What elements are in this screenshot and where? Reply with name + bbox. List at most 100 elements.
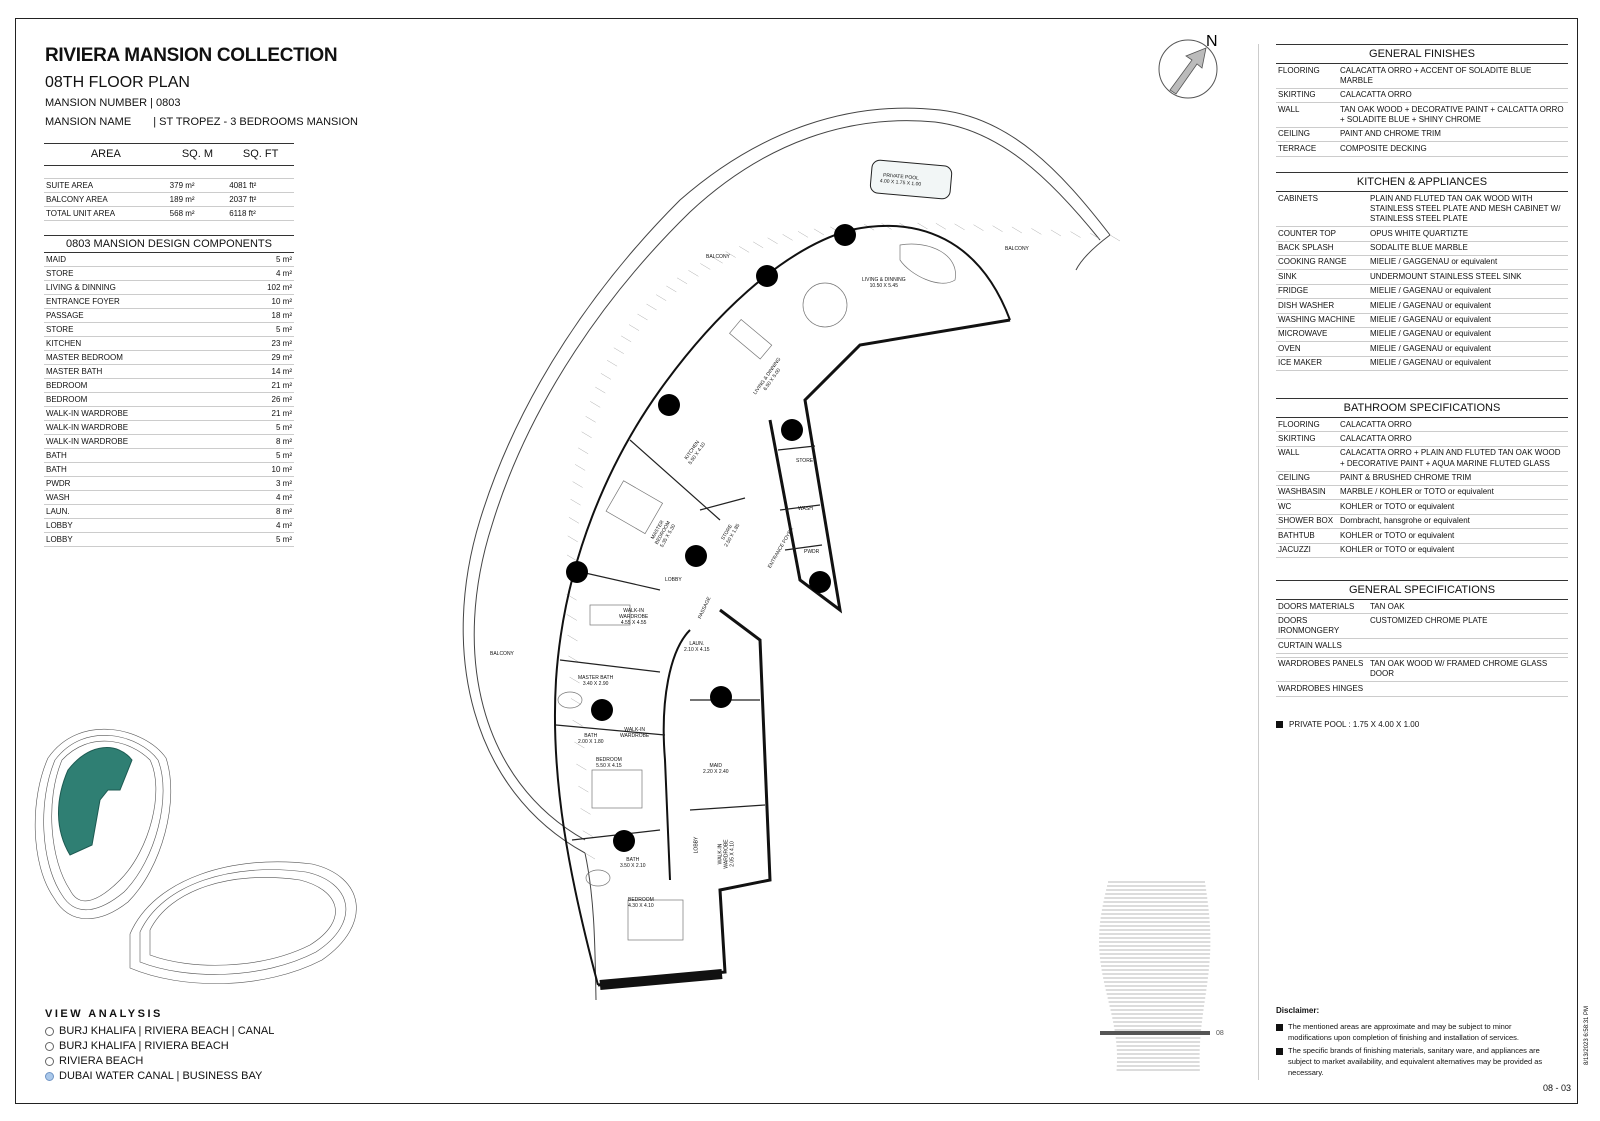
component-area: 10 m² (231, 462, 294, 477)
hatch-line (566, 614, 577, 621)
spec-value: MIELIE / GAGENAU or equivalent (1368, 313, 1568, 328)
room-label-wash: WASH (798, 506, 813, 512)
tower-section-icon (1099, 881, 1211, 1071)
table-row: WARDROBES HINGES (1276, 681, 1568, 697)
spec-value (1368, 638, 1568, 654)
spec-key: DISH WASHER (1276, 298, 1368, 314)
component-name: MASTER BATH (44, 364, 232, 379)
radio-icon[interactable] (45, 1056, 54, 1066)
building-walls (553, 224, 1011, 990)
component-name: BEDROOM (44, 378, 232, 393)
spec-key: WALL (1276, 446, 1338, 472)
square-bullet-icon (1276, 1048, 1283, 1055)
spec-value: KOHLER or TOTO or equivalent (1338, 528, 1568, 544)
radio-icon[interactable] (45, 1026, 54, 1036)
hatch-line (572, 481, 583, 488)
component-name: PWDR (44, 476, 232, 491)
page-number: 08 - 03 (1543, 1083, 1572, 1093)
spec-key: SHOWER BOX (1276, 514, 1338, 530)
hatch-line (576, 763, 587, 771)
radio-icon[interactable] (45, 1041, 54, 1051)
view-option[interactable]: RIVIERA BEACH (45, 1055, 143, 1067)
component-area: 8 m² (231, 504, 294, 519)
balcony-label: BALCONY (706, 254, 730, 260)
area-name: TOTAL UNIT AREA (44, 206, 168, 221)
component-name: MASTER BEDROOM (44, 350, 232, 365)
table-row (1276, 653, 1568, 658)
hatch-line (578, 785, 589, 793)
mansion-number: MANSION NUMBER | 0803 (45, 97, 181, 109)
hatch-line (567, 634, 578, 642)
spec-key: CURTAIN WALLS (1276, 638, 1368, 654)
component-area: 5 m² (231, 448, 294, 463)
balcony-outline (462, 107, 1111, 1001)
hatch-line (574, 741, 585, 749)
sheet-frame (15, 18, 1578, 1104)
spec-value: MIELIE / GAGENAU or equivalent (1368, 284, 1568, 300)
disclaimer-item: The specific brands of finishing materia… (1276, 1046, 1556, 1079)
view-option-label: BURJ KHALIFA | RIVIERA BEACH (59, 1040, 229, 1052)
component-area: 4 m² (231, 518, 294, 533)
spec-key: SINK (1276, 269, 1368, 285)
component-name: WALK-IN WARDROBE (44, 420, 232, 435)
view-option[interactable]: BURJ KHALIFA | RIVIERA BEACH (45, 1040, 229, 1052)
component-name: LOBBY (44, 532, 232, 547)
view-option-label: DUBAI WATER CANAL | BUSINESS BAY (59, 1070, 263, 1082)
spec-key: BATHTUB (1276, 528, 1338, 544)
hatch-line (656, 294, 667, 301)
furniture (557, 243, 956, 941)
view-option[interactable]: BURJ KHALIFA | RIVIERA BEACH | CANAL (45, 1025, 274, 1037)
mansion-name: MANSION NAME| ST TROPEZ - 3 BEDROOMS MAN… (45, 116, 358, 128)
component-name: PASSAGE (44, 308, 232, 323)
area-sqm: 379 m² (167, 178, 228, 193)
floor-title: 08TH FLOOR PLAN (45, 74, 190, 91)
hatch-line (566, 554, 578, 562)
area-sqm: 189 m² (167, 192, 228, 207)
hatch-line (582, 830, 593, 837)
hatch-line (606, 360, 618, 367)
balcony-label: BALCONY (1005, 246, 1029, 252)
component-name: WALK-IN WARDROBE (44, 434, 232, 449)
hatch-line (1011, 226, 1023, 234)
spec-value: CUSTOMIZED CHROME PLATE (1368, 613, 1568, 640)
spec-value: MIELIE / GAGENAU or equivalent (1368, 356, 1568, 372)
sqm-header: SQ. M (167, 143, 228, 166)
spec-key (1276, 653, 1368, 658)
balcony-label: BALCONY (490, 651, 514, 657)
area-name: BALCONY AREA (44, 192, 168, 207)
hatch-line (1109, 234, 1121, 242)
view-option[interactable]: DUBAI WATER CANAL | BUSINESS BAY (45, 1070, 262, 1082)
spec-value: CALACATTA ORRO (1338, 418, 1568, 433)
hatch-line (581, 431, 592, 438)
component-area: 14 m² (231, 364, 294, 379)
radio-selected-icon[interactable] (45, 1071, 54, 1081)
private-pool (869, 159, 953, 200)
